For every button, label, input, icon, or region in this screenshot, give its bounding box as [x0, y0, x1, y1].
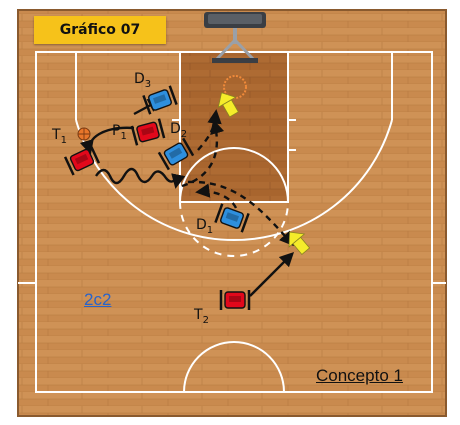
player-label-d1: D1 — [196, 218, 213, 236]
player-label-t1: T1 — [52, 128, 67, 146]
player-label-t2: T2 — [194, 308, 209, 326]
player-label-p1: P1 — [112, 124, 127, 142]
zone-label: 2c2 — [84, 290, 111, 310]
player-label-d3: D3 — [134, 72, 151, 90]
concept-label: Concepto 1 — [316, 366, 403, 386]
basketball-icon — [78, 128, 90, 140]
player-token-t2 — [221, 290, 249, 310]
diagram-title: Gráfico 07 — [34, 16, 166, 44]
player-label-d2: D2 — [170, 122, 187, 140]
